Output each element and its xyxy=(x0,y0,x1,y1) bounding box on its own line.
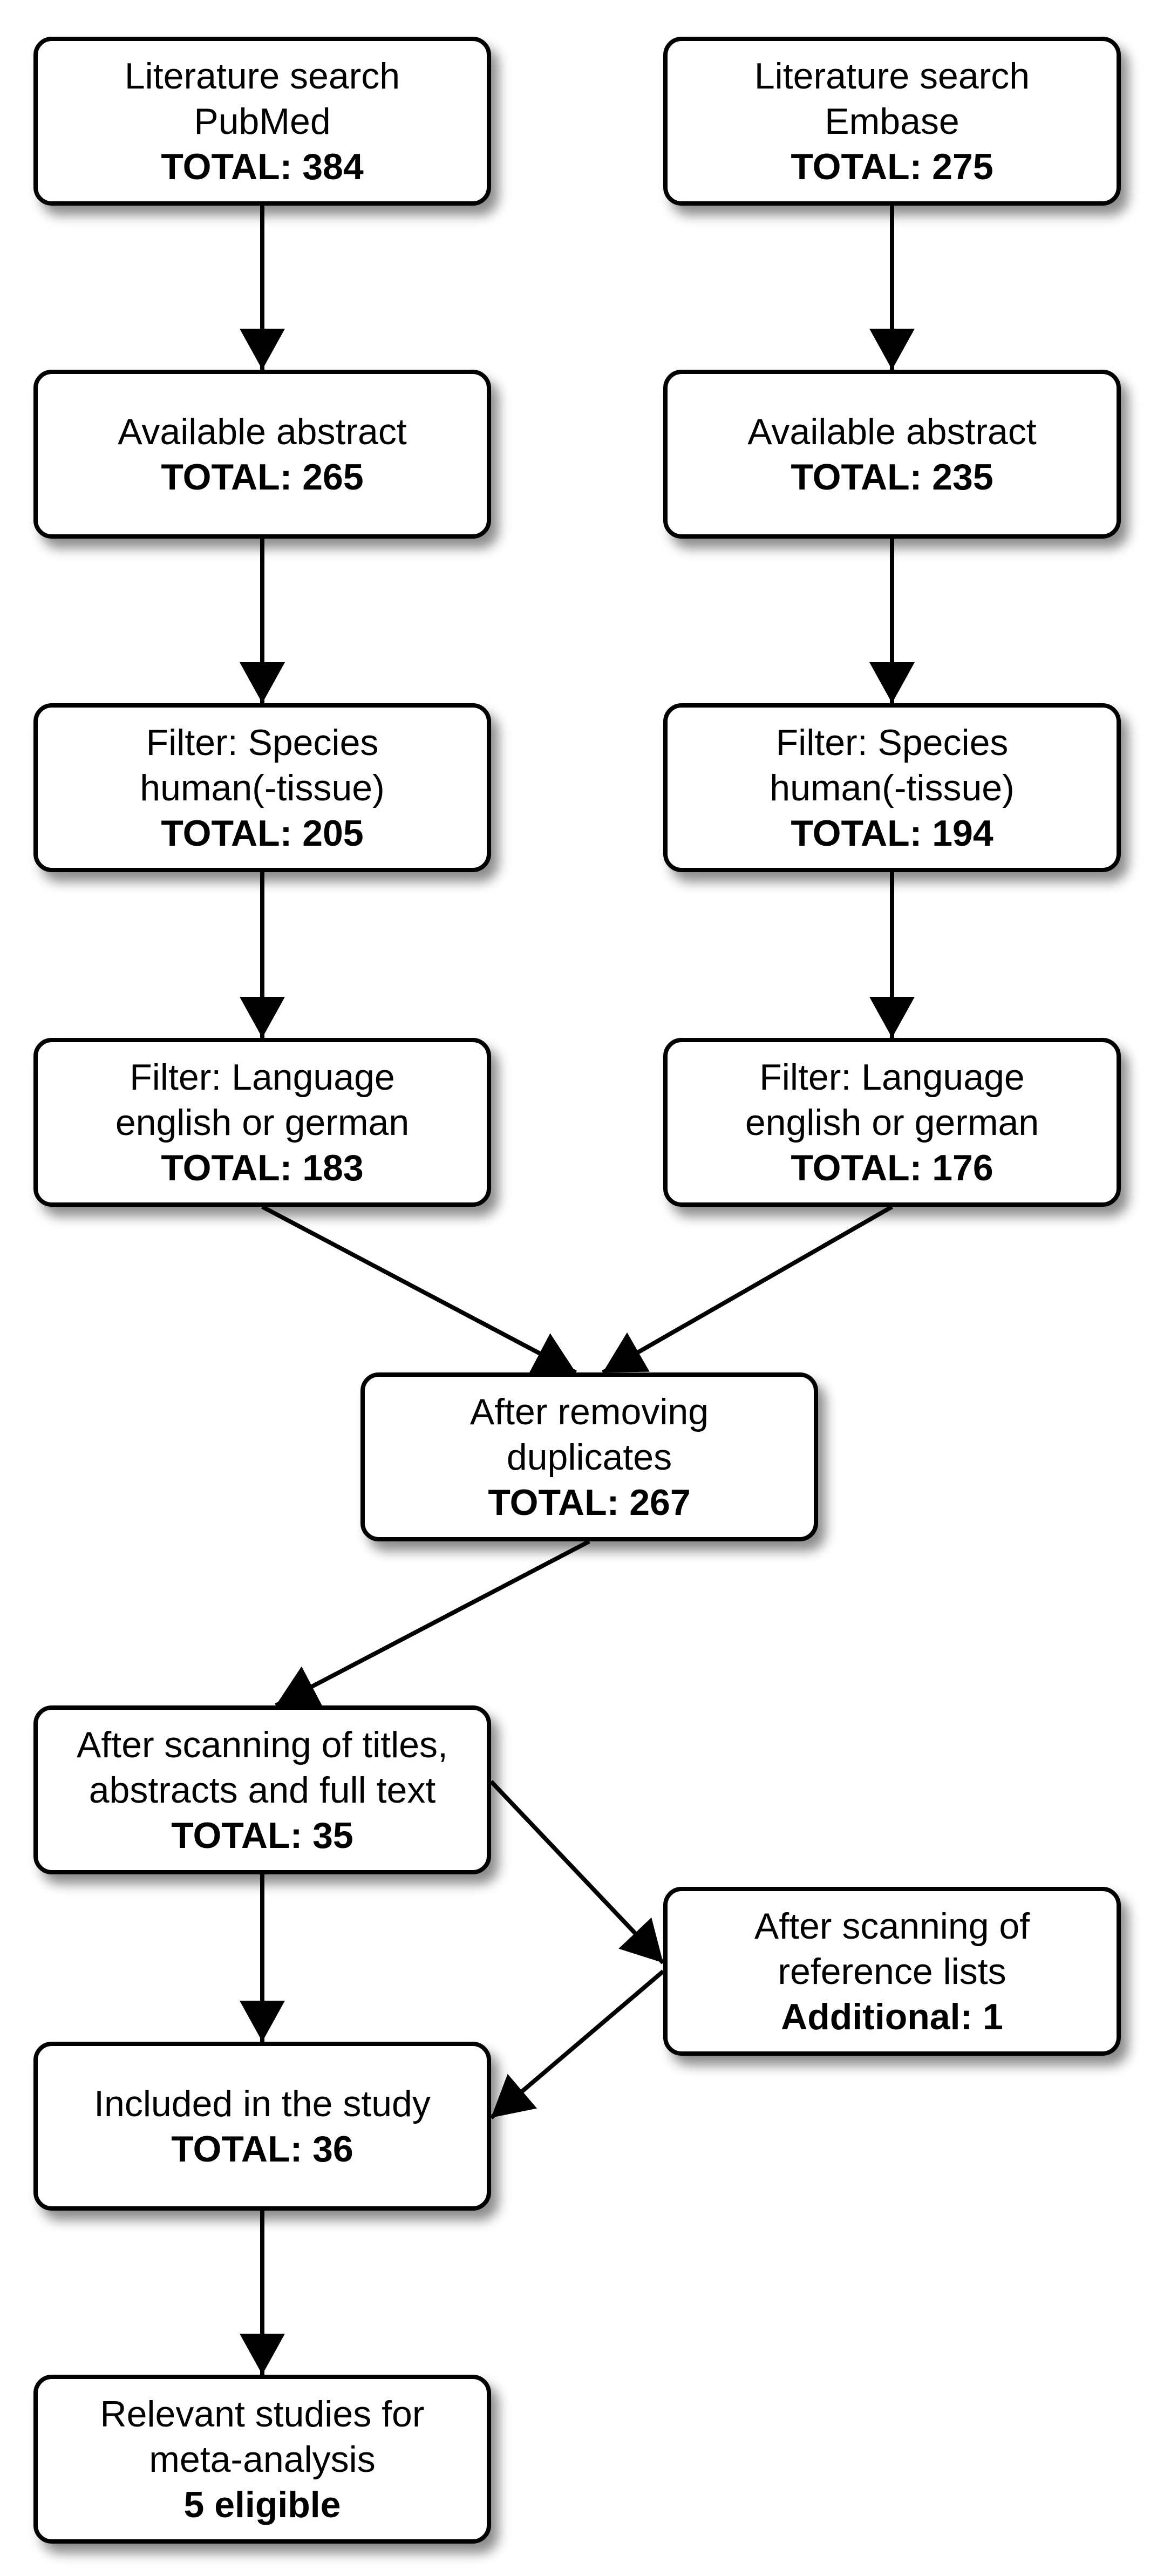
box-total: TOTAL: 183 xyxy=(161,1147,364,1188)
box-line: After scanning of titles, xyxy=(77,1724,448,1765)
arrow-language_right-to-duplicates xyxy=(602,1205,893,1375)
box-line: english or german xyxy=(745,1102,1039,1143)
box-line: Available abstract xyxy=(118,411,407,452)
box-line: human(-tissue) xyxy=(770,767,1015,808)
removing-duplicates-box: After removing duplicates TOTAL: 267 xyxy=(360,1372,818,1541)
embase-available-abstract-box: Available abstract TOTAL: 235 xyxy=(663,370,1121,539)
box-line: Included in the study xyxy=(94,2083,431,2124)
box-total: TOTAL: 205 xyxy=(161,812,364,854)
box-line: duplicates xyxy=(506,1436,672,1478)
box-line: Filter: Language xyxy=(130,1056,395,1098)
box-total: TOTAL: 267 xyxy=(488,1481,691,1523)
box-total: TOTAL: 265 xyxy=(161,456,364,498)
embase-search-box: Literature search Embase TOTAL: 275 xyxy=(663,37,1121,206)
box-total: TOTAL: 176 xyxy=(791,1147,993,1188)
box-line: english or german xyxy=(115,1102,410,1143)
box-line: Relevant studies for xyxy=(100,2393,425,2435)
box-line: Filter: Species xyxy=(775,722,1009,763)
arrow-reference-to-included xyxy=(489,1969,665,2119)
box-line: Literature search xyxy=(124,55,400,97)
box-total: 5 eligible xyxy=(183,2484,341,2525)
box-line: abstracts and full text xyxy=(89,1769,436,1811)
embase-species-filter-box: Filter: Species human(-tissue) TOTAL: 19… xyxy=(663,703,1121,872)
box-line: reference lists xyxy=(778,1950,1006,1992)
pubmed-language-filter-box: Filter: Language english or german TOTAL… xyxy=(33,1038,491,1207)
arrow-language_left-to-duplicates xyxy=(261,1205,577,1375)
box-line: human(-tissue) xyxy=(140,767,385,808)
box-line: meta-analysis xyxy=(149,2438,376,2480)
box-line: PubMed xyxy=(194,100,331,142)
arrow-scanning-to-reference xyxy=(489,1780,665,1965)
box-line: Filter: Language xyxy=(759,1056,1025,1098)
reference-lists-box: After scanning of reference lists Additi… xyxy=(663,1887,1121,2056)
box-line: Available abstract xyxy=(747,411,1037,452)
box-line: After removing xyxy=(469,1391,709,1432)
box-total: TOTAL: 275 xyxy=(791,146,993,187)
pubmed-search-box: Literature search PubMed TOTAL: 384 xyxy=(33,37,491,206)
box-total: TOTAL: 235 xyxy=(791,456,993,498)
relevant-studies-box: Relevant studies for meta-analysis 5 eli… xyxy=(33,2375,491,2544)
box-total: TOTAL: 35 xyxy=(171,1814,353,1856)
included-in-study-box: Included in the study TOTAL: 36 xyxy=(33,2042,491,2211)
box-line: After scanning of xyxy=(754,1905,1030,1947)
pubmed-available-abstract-box: Available abstract TOTAL: 265 xyxy=(33,370,491,539)
box-line: Embase xyxy=(825,100,959,142)
box-line: Filter: Species xyxy=(146,722,379,763)
embase-language-filter-box: Filter: Language english or german TOTAL… xyxy=(663,1038,1121,1207)
box-total: TOTAL: 384 xyxy=(161,146,364,187)
scanning-titles-box: After scanning of titles, abstracts and … xyxy=(33,1705,491,1874)
box-total: Additional: 1 xyxy=(781,1996,1003,2037)
pubmed-species-filter-box: Filter: Species human(-tissue) TOTAL: 20… xyxy=(33,703,491,872)
box-total: TOTAL: 36 xyxy=(171,2128,353,2170)
box-total: TOTAL: 194 xyxy=(791,812,993,854)
box-line: Literature search xyxy=(754,55,1030,97)
arrow-duplicates-to-scanning xyxy=(275,1539,590,1708)
